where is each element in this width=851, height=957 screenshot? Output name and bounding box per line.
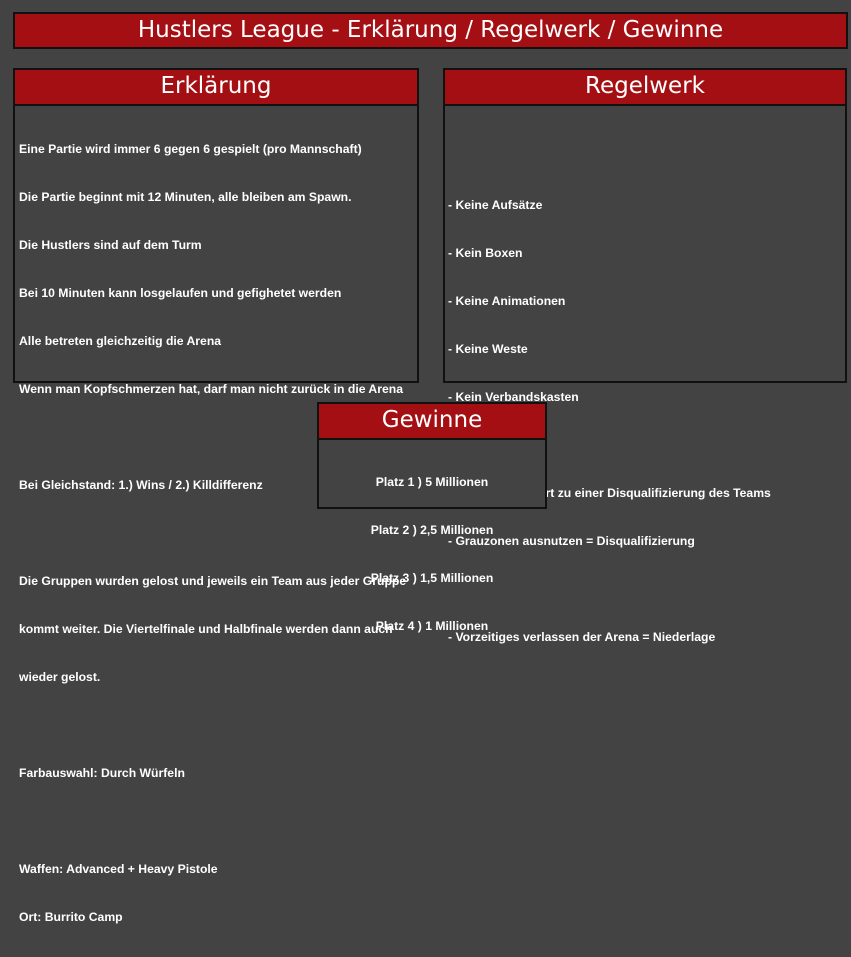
erklaerung-line: Eine Partie wird immer 6 gegen 6 gespiel… bbox=[19, 142, 362, 156]
erklaerung-line: Die Partie beginnt mit 12 Minuten, alle … bbox=[19, 190, 352, 204]
regelwerk-line: - Keine Animationen bbox=[448, 294, 566, 308]
erklaerung-line: Waffen: Advanced + Heavy Pistole bbox=[19, 862, 218, 876]
erklaerung-line: wieder gelost. bbox=[19, 670, 101, 684]
prize-line: Platz 4 ) 1 Millionen bbox=[375, 619, 489, 633]
erklaerung-line: Bei Gleichstand: 1.) Wins / 2.) Killdiff… bbox=[19, 478, 263, 492]
erklaerung-line: Wenn man Kopfschmerzen hat, darf man nic… bbox=[19, 382, 403, 396]
erklaerung-line: Farbauswahl: Durch Würfeln bbox=[19, 766, 185, 780]
regelwerk-line: - Keine Weste bbox=[448, 342, 528, 356]
erklaerung-panel: Erklärung Eine Partie wird immer 6 gegen… bbox=[13, 68, 419, 924]
gewinne-panel: Gewinne Platz 1 ) 5 Millionen Platz 2 ) … bbox=[317, 402, 547, 633]
erklaerung-line: Ort: Burrito Camp bbox=[19, 910, 123, 924]
regelwerk-heading: Regelwerk bbox=[445, 70, 845, 106]
erklaerung-line bbox=[19, 813, 406, 829]
regelwerk-panel: Regelwerk - Keine Aufsätze - Kein Boxen … bbox=[443, 68, 847, 644]
prize-line: Platz 3 ) 1,5 Millionen bbox=[370, 571, 494, 585]
erklaerung-line bbox=[19, 717, 406, 733]
regelwerk-line: - Kein Verbandskasten bbox=[448, 390, 579, 404]
page-title: Hustlers League - Erklärung / Regelwerk … bbox=[13, 12, 848, 49]
gewinne-text: Platz 1 ) 5 Millionen Platz 2 ) 2,5 Mill… bbox=[319, 442, 545, 666]
erklaerung-line: Bei 10 Minuten kann losgelaufen und gefi… bbox=[19, 286, 342, 300]
erklaerung-heading: Erklärung bbox=[15, 70, 417, 106]
prize-line: Platz 1 ) 5 Millionen bbox=[375, 475, 489, 489]
erklaerung-line: Die Hustlers sind auf dem Turm bbox=[19, 238, 202, 252]
gewinne-heading: Gewinne bbox=[319, 404, 545, 440]
prize-line: Platz 2 ) 2,5 Millionen bbox=[370, 523, 494, 537]
regelwerk-line: - Kein Boxen bbox=[448, 246, 523, 260]
erklaerung-line: Alle betreten gleichzeitig die Arena bbox=[19, 334, 222, 348]
regelwerk-line: - Keine Aufsätze bbox=[448, 198, 543, 212]
